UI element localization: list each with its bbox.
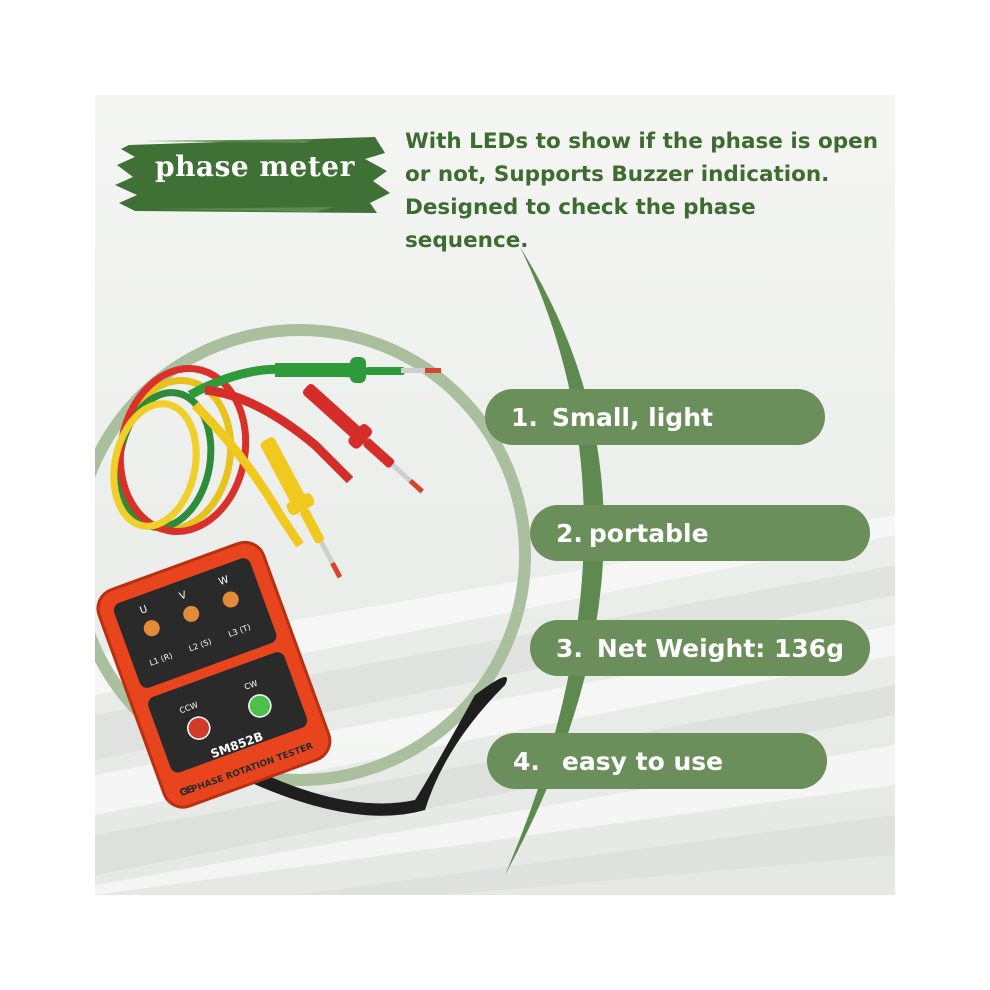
feature-number: 3.	[556, 633, 583, 663]
headline-text: With LEDs to show if the phase is open o…	[405, 129, 879, 253]
decorative-ring	[95, 324, 531, 786]
feature-pill-1: 1. Small, light	[485, 389, 825, 445]
feature-number: 2.	[556, 518, 583, 548]
svg-text:U: U	[139, 604, 150, 617]
svg-text:W: W	[217, 574, 230, 588]
svg-text:CW: CW	[243, 679, 259, 692]
feature-label: easy to use	[561, 746, 724, 776]
feature-pill-2: 2. portable	[530, 505, 870, 561]
feature-label: Small, light	[551, 402, 713, 432]
wrist-strap	[245, 677, 507, 816]
feature-label: portable	[588, 518, 709, 548]
yellow-probe	[260, 437, 343, 579]
phase-tester-device: U V W L1 (R) L2 (S) L3 (T) CCW CW SM852B…	[96, 357, 507, 816]
tester-body: U V W L1 (R) L2 (S) L3 (T) CCW CW SM852B…	[96, 540, 332, 809]
feature-pill-3: 3. Net Weight: 136g	[530, 620, 870, 676]
red-probe	[302, 383, 424, 494]
feature-pill-4: 4. easy to use	[487, 733, 827, 789]
feature-number: 1.	[511, 402, 538, 432]
svg-text:V: V	[178, 590, 188, 603]
product-image-panel: phase meter With LEDs to show if the pha…	[95, 95, 895, 895]
feature-label: Net Weight: 136g	[596, 633, 845, 663]
feature-number: 4.	[513, 746, 540, 776]
green-probe	[275, 357, 441, 383]
svg-text:CE: CE	[178, 784, 195, 799]
brush-banner-shape	[115, 137, 390, 213]
banner-label: phase meter	[155, 150, 355, 183]
